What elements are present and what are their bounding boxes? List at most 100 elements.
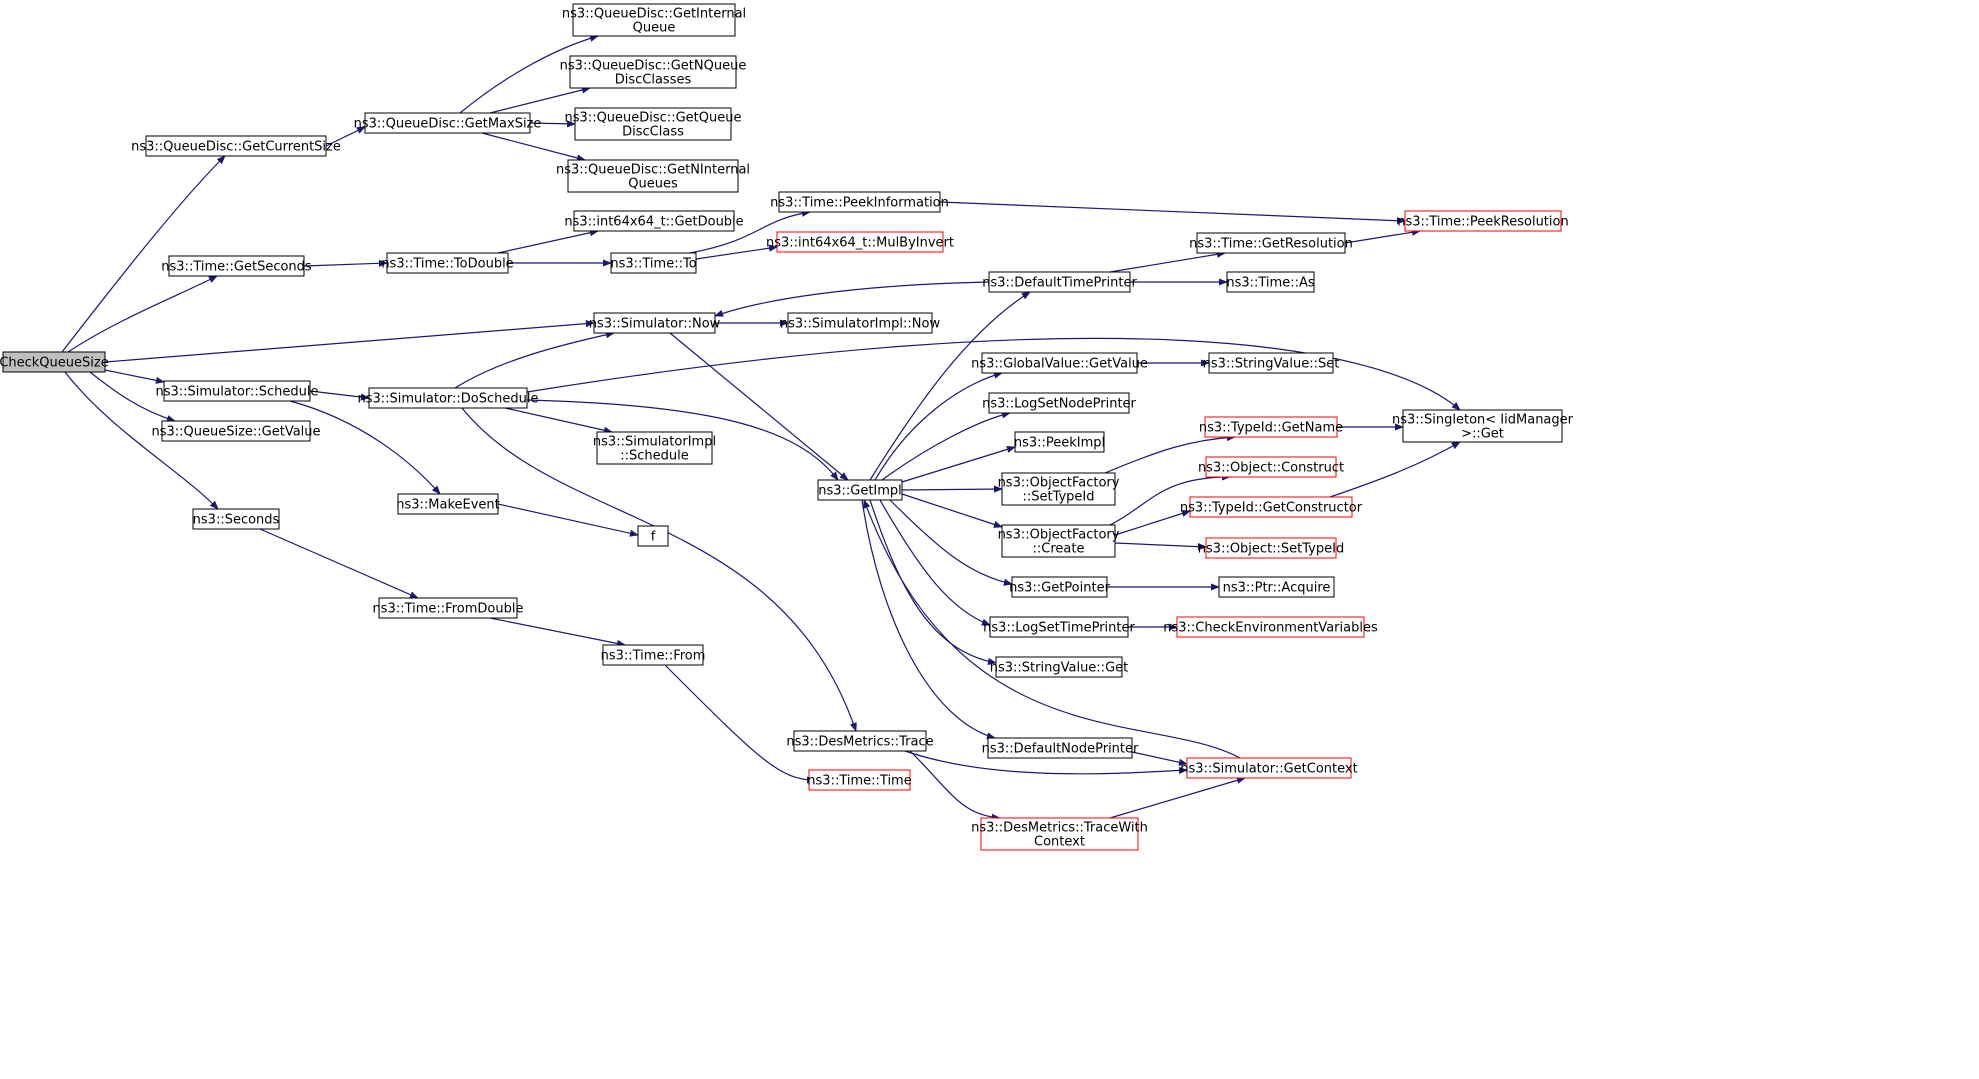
node-typeid_getname[interactable]: ns3::TypeId::GetName xyxy=(1199,416,1343,438)
node-box xyxy=(988,392,1130,414)
edge-of_create-to-object_construct xyxy=(1109,473,1231,526)
node-makeevent[interactable]: ns3::MakeEvent xyxy=(396,493,500,515)
edge-time_getresolution-to-time_peekresolution xyxy=(1344,228,1421,244)
node-time_from[interactable]: ns3::Time::From xyxy=(601,644,706,666)
node-time_getresolution[interactable]: ns3::Time::GetResolution xyxy=(1189,232,1353,254)
node-box xyxy=(989,616,1129,638)
node-box xyxy=(567,159,739,193)
node-box xyxy=(2,351,106,373)
node-box xyxy=(995,656,1123,678)
node-label: Queues xyxy=(628,177,678,192)
node-label: ns3::DesMetrics::TraceWith xyxy=(971,821,1148,836)
node-label: ns3::Time::PeekInformation xyxy=(770,196,949,211)
edge-makeevent-to-f xyxy=(497,503,639,537)
node-of_settypeid[interactable]: ns3::ObjectFactory::SetTypeId xyxy=(998,472,1120,506)
node-box xyxy=(1205,456,1337,478)
node-defaulttimeprinter[interactable]: ns3::DefaultTimePrinter xyxy=(982,271,1137,293)
node-getpointer[interactable]: ns3::GetPointer xyxy=(1009,576,1111,598)
node-desmetrics_trace[interactable]: ns3::DesMetrics::Trace xyxy=(786,730,934,752)
node-time_peekresolution[interactable]: ns3::Time::PeekResolution xyxy=(1397,210,1569,232)
node-peekimpl[interactable]: ns3::PeekImpl xyxy=(1014,431,1105,453)
node-object_construct[interactable]: ns3::Object::Construct xyxy=(1198,456,1344,478)
node-typeid_getconstructor[interactable]: ns3::TypeId::GetConstructor xyxy=(1180,496,1363,518)
node-int64_getdouble[interactable]: ns3::int64x64_t::GetDouble xyxy=(564,210,744,232)
edge-root-to-seconds xyxy=(64,371,219,510)
node-checkenvvars[interactable]: ns3::CheckEnvironmentVariables xyxy=(1163,616,1378,638)
node-time_peekinformation[interactable]: ns3::Time::PeekInformation xyxy=(770,191,949,213)
node-qd_getmaxsize[interactable]: ns3::QueueDisc::GetMaxSize xyxy=(354,112,542,134)
node-stringvalue_set[interactable]: ns3::StringValue::Set xyxy=(1203,352,1340,374)
node-time_as[interactable]: ns3::Time::As xyxy=(1226,271,1315,293)
node-label: ns3::LogSetNodePrinter xyxy=(982,397,1136,412)
node-time_todouble[interactable]: ns3::Time::ToDouble xyxy=(381,252,514,274)
node-sim_schedule[interactable]: ns3::Simulator::Schedule xyxy=(155,380,319,402)
node-globalvalue_getvalue[interactable]: ns3::GlobalValue::GetValue xyxy=(971,352,1148,374)
node-of_create[interactable]: ns3::ObjectFactory::Create xyxy=(998,524,1120,558)
node-label: ns3::int64x64_t::GetDouble xyxy=(564,215,743,230)
node-time_to[interactable]: ns3::Time::To xyxy=(610,252,697,274)
node-simimpl_schedule[interactable]: ns3::SimulatorImpl::Schedule xyxy=(593,431,716,465)
node-box xyxy=(817,479,903,501)
node-sim_now[interactable]: ns3::Simulator::Now xyxy=(589,312,721,334)
node-getimpl[interactable]: ns3::GetImpl xyxy=(817,479,903,501)
node-label: ns3::QueueDisc::GetMaxSize xyxy=(354,117,542,132)
node-time_time[interactable]: ns3::Time::Time xyxy=(807,769,912,791)
edge-time_fromdouble-to-time_from xyxy=(489,617,626,647)
edge-time_to-to-int64_mulbyinvert xyxy=(695,244,778,260)
node-box xyxy=(988,271,1131,293)
node-label: ns3::Object::Construct xyxy=(1198,461,1344,476)
node-box xyxy=(1205,537,1337,559)
node-label: ns3::QueueDisc::GetNInternal xyxy=(556,163,750,178)
node-label: ns3::Time::ToDouble xyxy=(381,257,513,272)
node-box xyxy=(610,252,697,274)
node-logsetnodeprinter[interactable]: ns3::LogSetNodePrinter xyxy=(982,392,1137,414)
node-box xyxy=(1014,431,1105,453)
node-label: ns3::Time::GetResolution xyxy=(1189,237,1353,252)
node-int64_mulbyinvert[interactable]: ns3::int64x64_t::MulByInvert xyxy=(766,231,954,253)
node-queuesize_getvalue[interactable]: ns3::QueueSize::GetValue xyxy=(151,420,321,442)
node-object_settypeid[interactable]: ns3::Object::SetTypeId xyxy=(1198,537,1344,559)
node-box xyxy=(637,525,669,547)
node-label: ns3::Time::PeekResolution xyxy=(1397,215,1568,230)
node-box xyxy=(596,431,713,465)
node-defaultnodeprinter[interactable]: ns3::DefaultNodePrinter xyxy=(982,737,1139,759)
edge-qd_getcurrentsize-to-qd_getmaxsize xyxy=(325,126,366,147)
node-label: ns3::StringValue::Set xyxy=(1203,357,1340,372)
node-logsettimeprinter[interactable]: ns3::LogSetTimePrinter xyxy=(983,616,1135,638)
node-sim_doschedule[interactable]: ns3::Simulator::DoSchedule xyxy=(357,387,539,409)
node-label: ns3::SimulatorImpl::Now xyxy=(780,317,941,332)
node-qd_getcurrentsize[interactable]: ns3::QueueDisc::GetCurrentSize xyxy=(131,135,341,157)
node-box xyxy=(778,191,941,213)
node-root[interactable]: CheckQueueSize xyxy=(0,351,109,373)
node-label: ns3::Time::As xyxy=(1226,276,1315,291)
node-seconds[interactable]: ns3::Seconds xyxy=(192,508,280,530)
node-box xyxy=(593,312,716,334)
node-sim_getcontext[interactable]: ns3::Simulator::GetContext xyxy=(1180,757,1358,779)
node-time_fromdouble[interactable]: ns3::Time::FromDouble xyxy=(373,597,524,619)
node-label: ns3::PeekImpl xyxy=(1014,436,1105,451)
node-singleton_get[interactable]: ns3::Singleton< IidManager>::Get xyxy=(1392,409,1574,443)
edge-sim_schedule-to-makeevent xyxy=(289,400,441,495)
edge-getimpl-to-globalvalue_getvalue xyxy=(874,371,1003,481)
node-label: ns3::Ptr::Acquire xyxy=(1223,581,1331,596)
edge-root-to-queuesize_getvalue xyxy=(89,371,176,423)
node-box xyxy=(776,231,944,253)
edge-sim_now-to-getimpl xyxy=(669,332,849,481)
node-ptr_acquire[interactable]: ns3::Ptr::Acquire xyxy=(1218,576,1335,598)
node-simimpl_now[interactable]: ns3::SimulatorImpl::Now xyxy=(780,312,941,334)
node-f[interactable]: f xyxy=(637,525,669,547)
node-label: ns3::ObjectFactory xyxy=(998,476,1120,491)
node-stringvalue_get[interactable]: ns3::StringValue::Get xyxy=(990,656,1128,678)
node-box xyxy=(787,312,933,334)
edge-root-to-sim_schedule xyxy=(104,369,165,384)
node-time_getseconds[interactable]: ns3::Time::GetSeconds xyxy=(161,255,312,277)
nodes-layer: CheckQueueSize ns3::QueueDisc::GetCurrent… xyxy=(0,3,1574,851)
edge-time_from-to-time_time xyxy=(664,664,816,784)
edge-desmetrics_tracewith-to-sim_getcontext xyxy=(1109,776,1246,819)
edge-sim_doschedule-to-sim_now xyxy=(454,331,615,389)
